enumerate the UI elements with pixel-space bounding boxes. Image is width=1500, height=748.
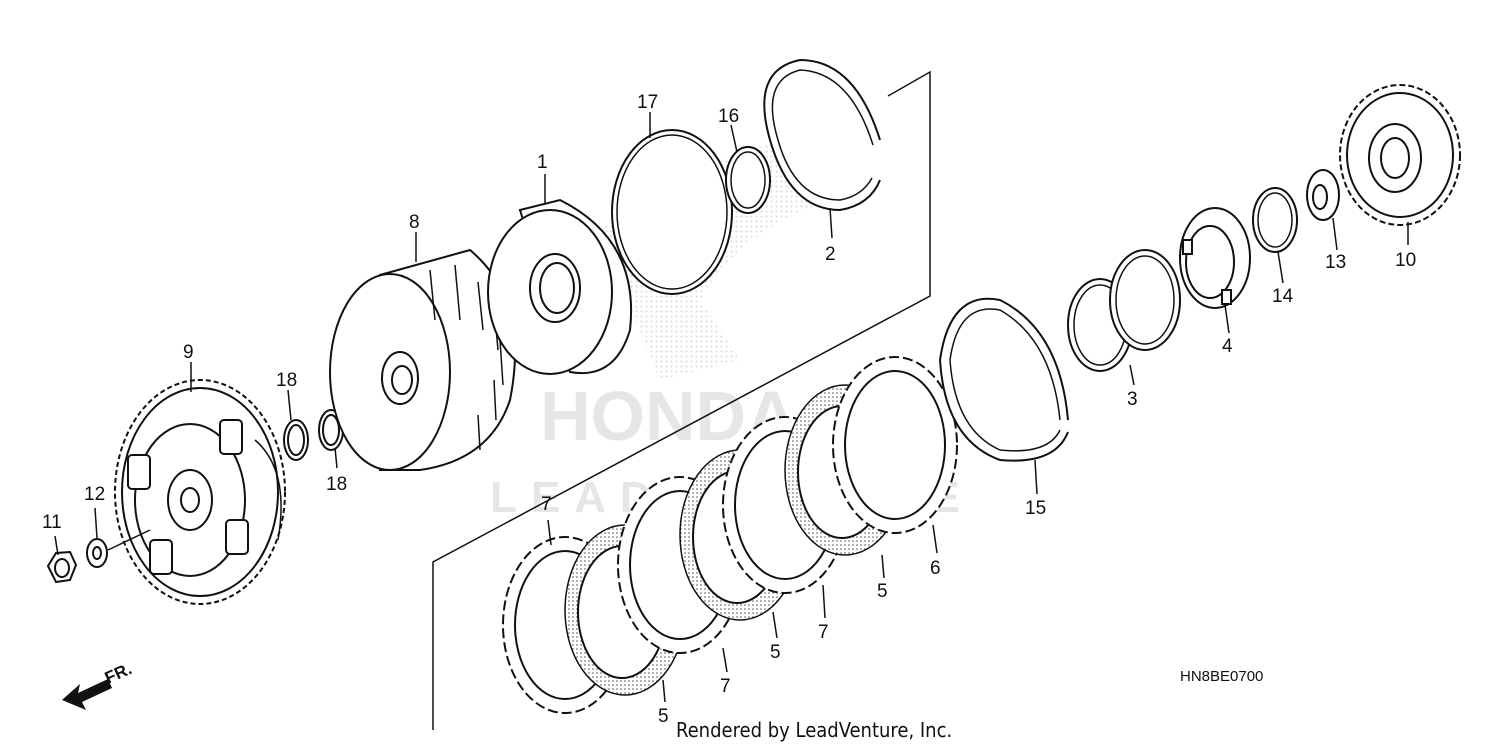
callout-5-c: 5: [877, 581, 888, 602]
callout-18-a: 18: [276, 370, 297, 391]
direction-label: FR.: [102, 659, 135, 687]
callout-6: 6: [930, 558, 941, 579]
callout-5-b: 5: [770, 642, 781, 663]
callout-1: 1: [537, 152, 548, 173]
callout-17: 17: [637, 92, 658, 113]
callout-9: 9: [183, 342, 194, 363]
callout-12: 12: [84, 484, 105, 505]
part-11-nut: [46, 550, 78, 584]
part-1-clutch-piston: [487, 198, 633, 375]
callout-5-d: 7: [541, 494, 552, 515]
callout-14: 14: [1272, 286, 1294, 307]
arrow-left-icon: [62, 679, 112, 710]
leader-lines: [54, 112, 1409, 703]
part-9-driven-gear: [114, 379, 286, 605]
clutch-plate-pack: [502, 356, 958, 714]
part-3-snap-rings: [1067, 249, 1181, 372]
callout-13: 13: [1325, 252, 1346, 273]
subassembly-frame: [432, 70, 931, 730]
part-10-gear: [1339, 84, 1461, 226]
callout-15: 15: [1025, 498, 1046, 519]
callout-4: 4: [1222, 336, 1233, 357]
callout-18-b: 18: [326, 474, 347, 495]
callout-2: 2: [825, 244, 836, 265]
callout-16: 16: [718, 106, 739, 127]
part-6-end-plate: [832, 356, 958, 534]
part-2-snap-ring: [763, 58, 881, 212]
part-18-rings: [283, 409, 344, 461]
callout-7-b: 7: [818, 622, 829, 643]
part-13-washer: [1306, 169, 1340, 221]
front-direction-indicator: FR.: [62, 659, 135, 710]
part-14-snap-ring: [1252, 187, 1298, 253]
part-4-spring-retainer: [1179, 207, 1251, 309]
part-16-ring: [725, 146, 771, 214]
callouts: 1 2 3 4 5 5 5 7 6 7 7 5 8 9 10 11 12 13 …: [42, 92, 1416, 727]
part-8-clutch-outer: [329, 248, 516, 471]
callout-10: 10: [1395, 250, 1416, 271]
part-15-snap-ring: [938, 297, 1069, 462]
callout-3: 3: [1127, 389, 1138, 410]
callout-5-a: 5: [658, 706, 669, 727]
callout-11: 11: [42, 512, 62, 533]
part-12-washer: [86, 538, 108, 568]
callout-7-a: 7: [720, 676, 731, 697]
diagram-code: HN8BE0700: [1180, 668, 1263, 685]
part-17-o-ring: [611, 129, 733, 295]
credit-text: Rendered by LeadVenture, Inc.: [676, 718, 952, 742]
shaft-leader: [107, 529, 151, 551]
callout-8: 8: [409, 212, 420, 233]
